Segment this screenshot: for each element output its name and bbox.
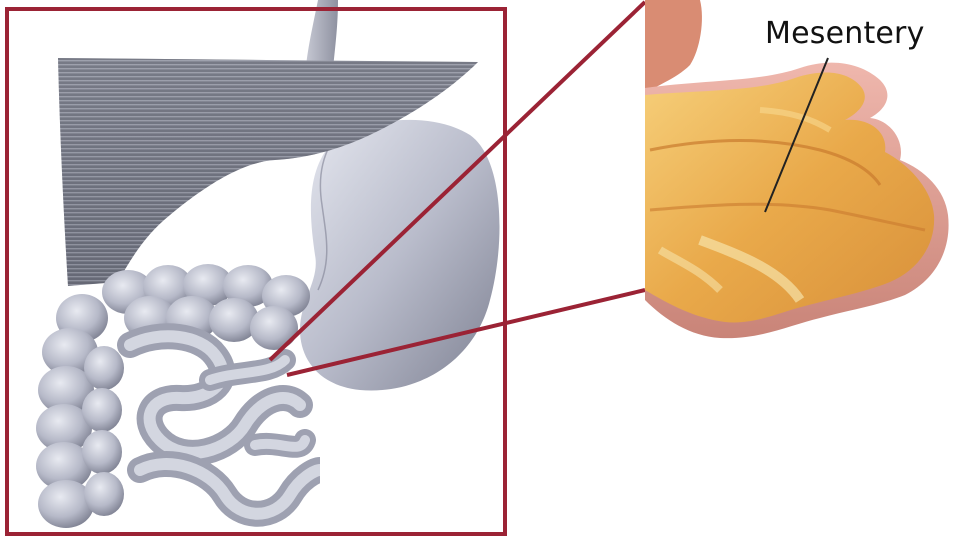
small-intestine [130,336,320,513]
ascending-colon [36,294,124,528]
mesentery-label: Mesentery [765,16,925,51]
